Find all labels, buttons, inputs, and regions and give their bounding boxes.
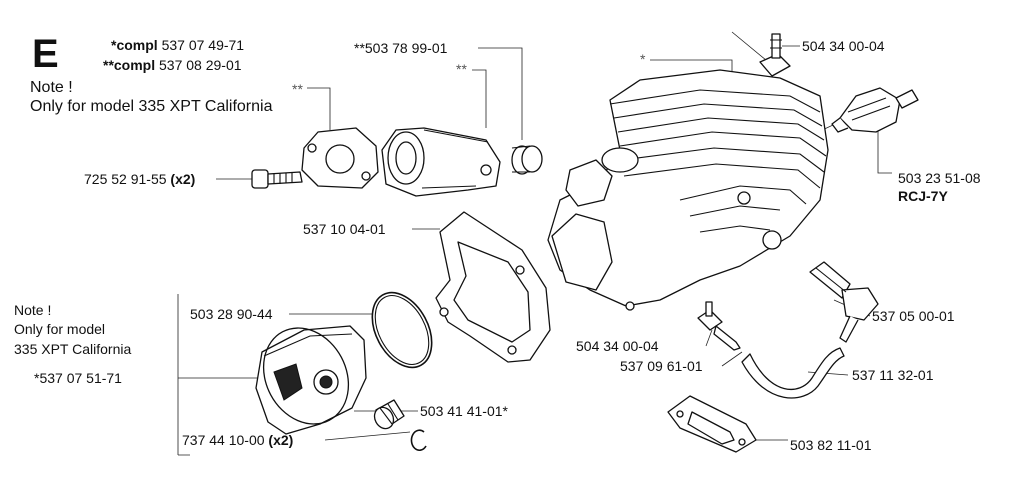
screw-drawing [251, 169, 303, 189]
compl-2-number: 537 08 29-01 [159, 57, 242, 73]
label-spark-plug-type: RCJ-7Y [898, 188, 948, 204]
spark-plug-drawing [831, 87, 919, 133]
fitting-bottom-drawing [697, 301, 741, 351]
compl-line-1: *compl 537 07 49-71 [111, 37, 244, 53]
label-nipple: 537 09 61-01 [620, 358, 703, 374]
label-piston: *537 07 51-71 [34, 370, 122, 386]
label-decomp-valve: 537 05 00-01 [872, 308, 955, 324]
label-piston-pin-lock: 737 44 10-00 (x2) [182, 432, 293, 448]
label-fitting-bottom: 504 34 00-04 [576, 338, 659, 354]
note-left-line2: 335 XPT California [14, 341, 132, 357]
decomp-valve-drawing [809, 261, 879, 343]
leader-pin-lock [324, 431, 411, 441]
marker-intake-double-star: ** [456, 61, 467, 77]
leader-intake-double-star [472, 69, 487, 128]
cylinder-drawing [547, 69, 829, 311]
pin-lock-part-number: 737 44 10-00 [182, 432, 265, 448]
fitting-top-drawing [759, 33, 791, 77]
piston-pin-lock-drawing [410, 429, 427, 451]
label-piston-ring: 503 28 90-44 [190, 306, 273, 322]
piston-drawing [255, 325, 367, 435]
leader-fitting-bottom [705, 329, 713, 347]
label-needle-bearing: 503 41 41-01* [420, 403, 508, 419]
label-muffler-gasket: 503 82 11-01 [790, 437, 872, 453]
note-left-title: Note ! [14, 302, 52, 318]
screw-part-number: 725 52 91-55 [84, 171, 167, 187]
label-hose: 537 11 32-01 [852, 367, 934, 383]
leader-gasket-double-star [307, 87, 331, 130]
leader-intake-sleeve [478, 47, 523, 140]
label-cylinder-gasket: 537 10 04-01 [303, 221, 386, 237]
leader-hose [807, 371, 849, 376]
section-letter: E [32, 32, 59, 76]
label-fitting-top: 504 34 00-04 [802, 38, 885, 54]
label-screw: 725 52 91-55 (x2) [84, 171, 195, 187]
hose-drawing [741, 347, 845, 399]
label-intake-sleeve: **503 78 99-01 [354, 40, 448, 56]
label-spark-plug: 503 23 51-08 [898, 170, 981, 186]
screw-quantity: (x2) [170, 171, 196, 187]
piston-ring-drawing [371, 291, 433, 369]
compl-line-2: **compl 537 08 29-01 [103, 57, 242, 73]
leader-piston-bracket [177, 294, 272, 456]
marker-cylinder-star: * [640, 51, 646, 67]
compl-1-number: 537 07 49-71 [161, 37, 245, 53]
flange-gasket-drawing [301, 127, 379, 189]
note-top-title: Note ! [30, 79, 73, 96]
intake-manifold-drawing [381, 127, 501, 197]
note-left-line1: Only for model [14, 321, 106, 337]
needle-bearing-drawing [373, 399, 405, 430]
leader-nipple [721, 351, 743, 367]
intake-sleeve-drawing [511, 145, 543, 175]
marker-gasket-double-star: ** [292, 81, 303, 97]
cylinder-gasket-drawing [435, 211, 551, 363]
compl-1-prefix: *compl [111, 37, 158, 53]
compl-2-prefix: **compl [103, 57, 156, 73]
pin-lock-quantity: (x2) [268, 432, 294, 448]
muffler-gasket-drawing [667, 395, 757, 453]
note-top-text: Only for model 335 XPT California [30, 98, 273, 115]
